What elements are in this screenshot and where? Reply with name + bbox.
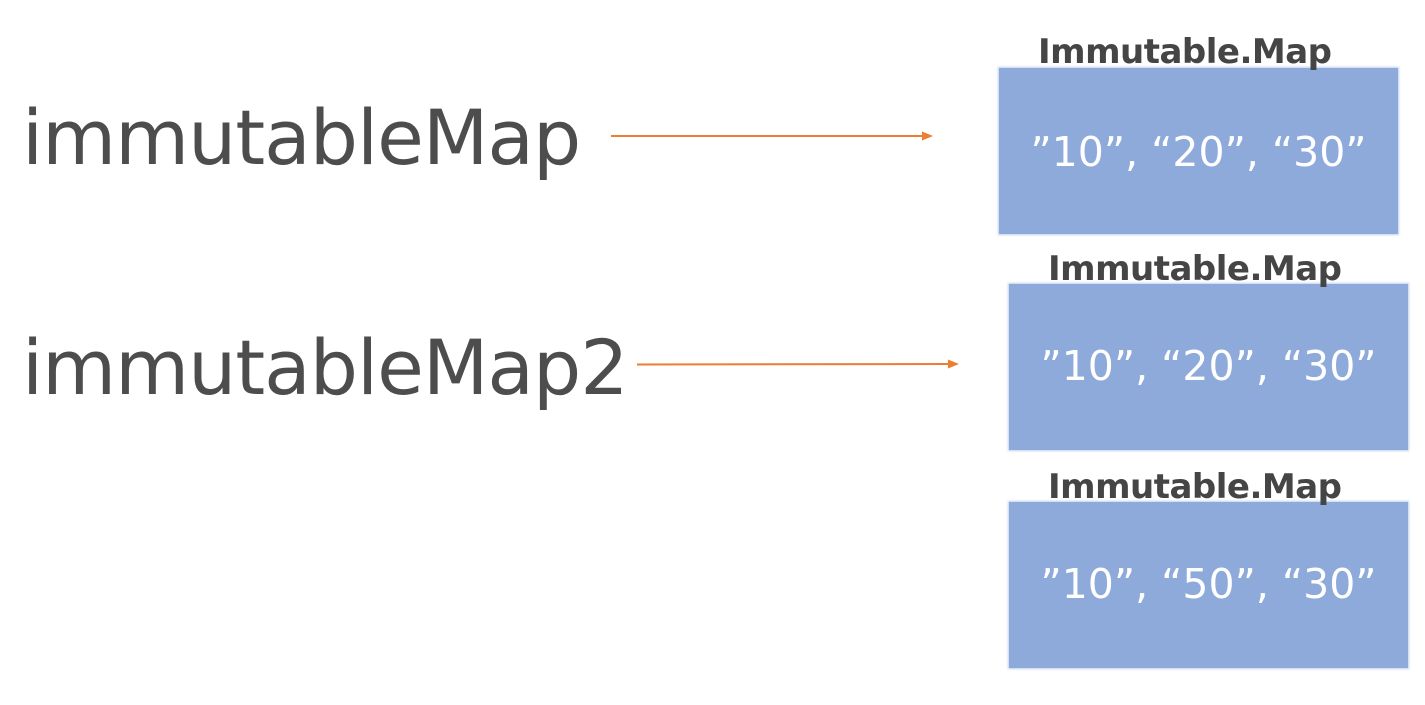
variable-label-immutablemap2: immutableMap2 (22, 323, 629, 412)
reference-arrow-1 (610, 130, 934, 142)
immutable-map-box-2: ”10”, “20”, “30” (1009, 284, 1408, 450)
map-values-3: ”10”, “50”, “30” (1040, 560, 1377, 608)
map-title-3: Immutable.Map (1048, 467, 1342, 507)
map-values-2: ”10”, “20”, “30” (1040, 342, 1377, 390)
variable-label-immutablemap: immutableMap (22, 93, 581, 182)
map-values-1: ”10”, “20”, “30” (1030, 128, 1367, 176)
reference-arrow-2 (636, 358, 960, 370)
immutable-map-box-1: ”10”, “20”, “30” (999, 68, 1398, 234)
map-title-1: Immutable.Map (1038, 32, 1332, 72)
map-title-2: Immutable.Map (1048, 249, 1342, 289)
immutable-map-box-3: ”10”, “50”, “30” (1009, 502, 1408, 668)
